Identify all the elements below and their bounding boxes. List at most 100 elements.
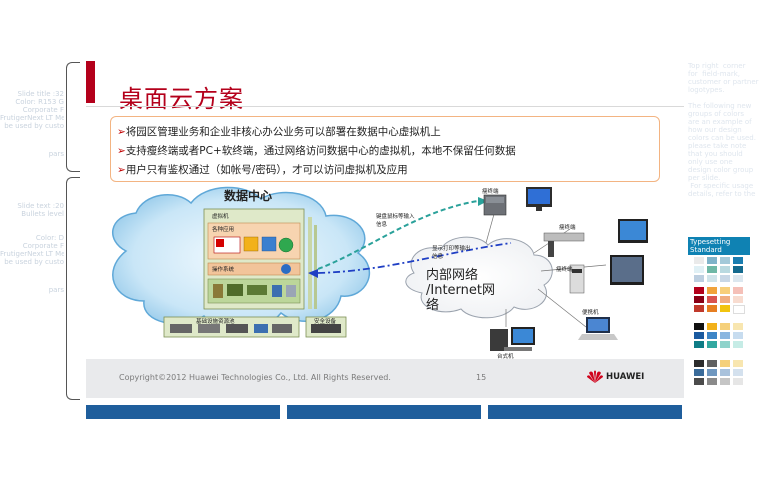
guide-bracket-body [66,177,80,400]
guide-text-body-spec-end: pars [0,286,64,294]
color-swatch [694,341,704,348]
bottom-bar-right [488,405,682,419]
infra-pool-label: 基础设施资源池 [196,317,235,325]
output-info-line2: 信息 [432,254,443,260]
color-swatch [733,378,743,385]
thin-client-label: 瘦终端 [556,265,573,273]
guide-text-body-color: Color: D Corporate F FrutigerNext LT Me … [0,234,64,266]
color-swatch [733,369,743,376]
color-swatch [694,323,704,330]
color-swatch [733,257,743,264]
bullet-text: 将园区管理业务和企业非核心办公业务可以部署在数据中心虚拟机上 [126,126,441,138]
guide-text-body-spec: Slide text :20 Bullets level [0,202,64,218]
color-swatch [733,323,743,330]
color-swatch [733,296,743,303]
color-swatch [720,305,730,312]
network-label-line3: 络 [426,298,439,313]
color-swatch [733,305,745,314]
color-swatch [720,332,730,339]
bullet-marker: ➢ [117,145,126,157]
input-info-label: 键盘鼠标等输入 信息 [376,213,415,229]
slide-title: 桌面云方案 [119,79,244,114]
color-swatch [694,305,704,312]
network-label-line2: /Internet网 [426,283,495,298]
laptop-label: 便携机 [582,308,599,316]
color-swatch [694,257,704,264]
color-usage-note: Top right corner for field-mark, custome… [688,62,758,198]
color-swatch [720,341,730,348]
apps-label: 各种应用 [212,225,234,233]
color-swatch [707,287,717,294]
color-swatch [733,332,743,339]
color-swatch [720,296,730,303]
guide-text-title-spec: Slide title :32 Color: R153 G Corporate … [0,90,64,130]
color-swatch [720,275,730,282]
network-label-line1: 内部网络 [426,268,478,283]
color-swatch [694,287,704,294]
color-swatch [720,378,730,385]
color-swatch [707,369,717,376]
color-swatch [707,323,717,330]
guide-bracket-title [66,62,80,172]
color-swatch [720,266,730,273]
bullet-marker: ➢ [117,164,126,176]
thin-client-label: 瘦终端 [559,223,576,231]
bullet-box: ➢将园区管理业务和企业非核心办公业务可以部署在数据中心虚拟机上 ➢支持瘦终端或者… [110,116,660,182]
color-swatch [694,296,704,303]
output-info-label: 显示打印等输出 信息 [432,245,471,261]
huawei-flower-icon [586,370,604,384]
color-swatch [694,332,704,339]
color-swatch [733,287,743,294]
network-label: 内部网络 /Internet网 络 [426,268,495,313]
desktop-cloud-diagram [86,181,684,359]
color-swatch [720,323,730,330]
color-swatch [720,257,730,264]
page-number: 15 [476,373,486,382]
output-info-line1: 显示打印等输出 [432,246,471,252]
color-swatch [720,369,730,376]
color-swatch [733,360,743,367]
typesetting-standard-badge: Typesetting Standard [688,237,750,255]
color-swatch [694,360,704,367]
color-swatch [707,296,717,303]
input-info-line1: 键盘鼠标等输入 [376,214,415,220]
color-swatch [694,275,704,282]
color-swatch [707,378,717,385]
color-swatch [720,360,730,367]
slide-footer: Copyright©2012 Huawei Technologies Co., … [86,359,684,398]
huawei-logo-text: HUAWEI [606,372,644,382]
huawei-logo: HUAWEI [586,369,646,387]
bullet-item: ➢将园区管理业务和企业非核心办公业务可以部署在数据中心虚拟机上 [117,124,441,139]
color-swatch [694,378,704,385]
title-accent-bar [86,61,95,103]
color-swatch [733,266,743,273]
bullet-item: ➢用户只有鉴权通过（如帐号/密码），才可以访问虚拟机及应用 [117,162,408,177]
color-swatch [707,360,717,367]
color-swatch [733,275,743,282]
title-divider [86,106,684,107]
color-swatch [720,287,730,294]
guide-text-title-spec-end: pars [0,150,64,158]
color-swatch [707,275,717,282]
os-label: 操作系统 [212,265,234,273]
input-info-line2: 信息 [376,222,387,228]
color-swatch [694,369,704,376]
vm-label: 虚拟机 [212,212,229,220]
slide: 桌面云方案 ➢将园区管理业务和企业非核心办公业务可以部署在数据中心虚拟机上 ➢支… [86,61,684,398]
bullet-text: 支持瘦终端或者PC+软终端，通过网络访问数据中心的虚拟机，本地不保留任何数据 [126,145,516,157]
bullet-text: 用户只有鉴权通过（如帐号/密码），才可以访问虚拟机及应用 [126,164,408,176]
bullet-marker: ➢ [117,126,126,138]
color-swatch [707,332,717,339]
bottom-bar-left [86,405,280,419]
copyright-text: Copyright©2012 Huawei Technologies Co., … [119,373,391,382]
color-swatch [707,341,717,348]
thin-client-label: 瘦终端 [482,187,499,195]
bullet-item: ➢支持瘦终端或者PC+软终端，通过网络访问数据中心的虚拟机，本地不保留任何数据 [117,143,516,158]
bottom-bar-middle [287,405,481,419]
color-swatch [707,257,717,264]
security-device-label: 安全设备 [314,317,336,325]
color-swatch [707,266,717,273]
color-swatch [694,266,704,273]
color-swatch [707,305,717,312]
datacenter-label: 数据中心 [224,187,272,204]
